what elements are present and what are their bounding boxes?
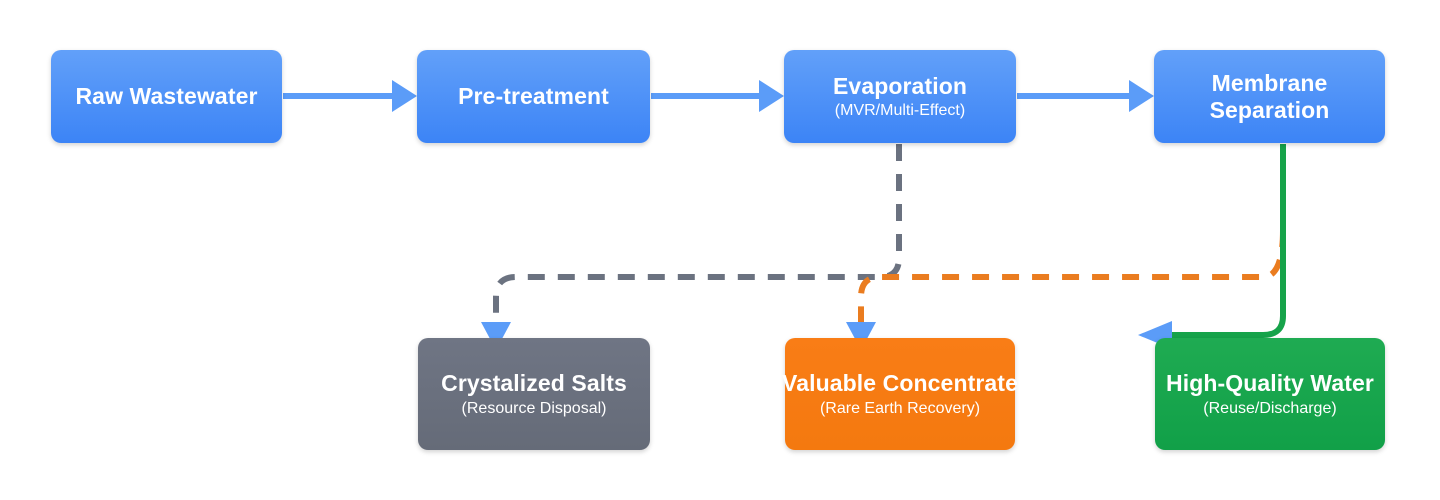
node-evaporation[interactable]: Evaporation (MVR/Multi-Effect) [784,50,1016,143]
node-raw-wastewater-title: Raw Wastewater [75,83,258,110]
node-high-quality-water[interactable]: High-Quality Water (Reuse/Discharge) [1155,338,1385,450]
node-crystalized-salts-subtitle: (Resource Disposal) [461,399,607,417]
node-pre-treatment[interactable]: Pre-treatment [417,50,650,143]
node-crystalized-salts[interactable]: Crystalized Salts (Resource Disposal) [418,338,650,450]
node-high-quality-water-subtitle: (Reuse/Discharge) [1203,399,1337,417]
node-valuable-concentrate[interactable]: Valuable Concentrate (Rare Earth Recover… [782,338,1018,450]
node-raw-wastewater[interactable]: Raw Wastewater [51,50,282,143]
edge-evap-to-salts [481,144,902,350]
edge-membrane-to-concentrate [846,229,1286,350]
node-pre-treatment-title: Pre-treatment [458,83,609,110]
node-membrane-separation-title: Membrane Separation [1209,69,1330,123]
node-membrane-separation[interactable]: Membrane Separation [1154,50,1385,143]
node-crystalized-salts-title: Crystalized Salts [441,370,627,397]
edge-pre-to-evap [651,80,784,112]
node-evaporation-subtitle: (MVR/Multi-Effect) [834,102,966,120]
edge-evap-to-membrane [1017,80,1154,112]
node-evaporation-title: Evaporation [832,72,967,99]
node-valuable-concentrate-title: Valuable Concentrate [782,370,1018,397]
edge-raw-to-pre [283,80,417,112]
edge-membrane-to-water [1138,144,1286,349]
node-high-quality-water-title: High-Quality Water [1166,370,1374,397]
node-valuable-concentrate-subtitle: (Rare Earth Recovery) [819,399,981,417]
